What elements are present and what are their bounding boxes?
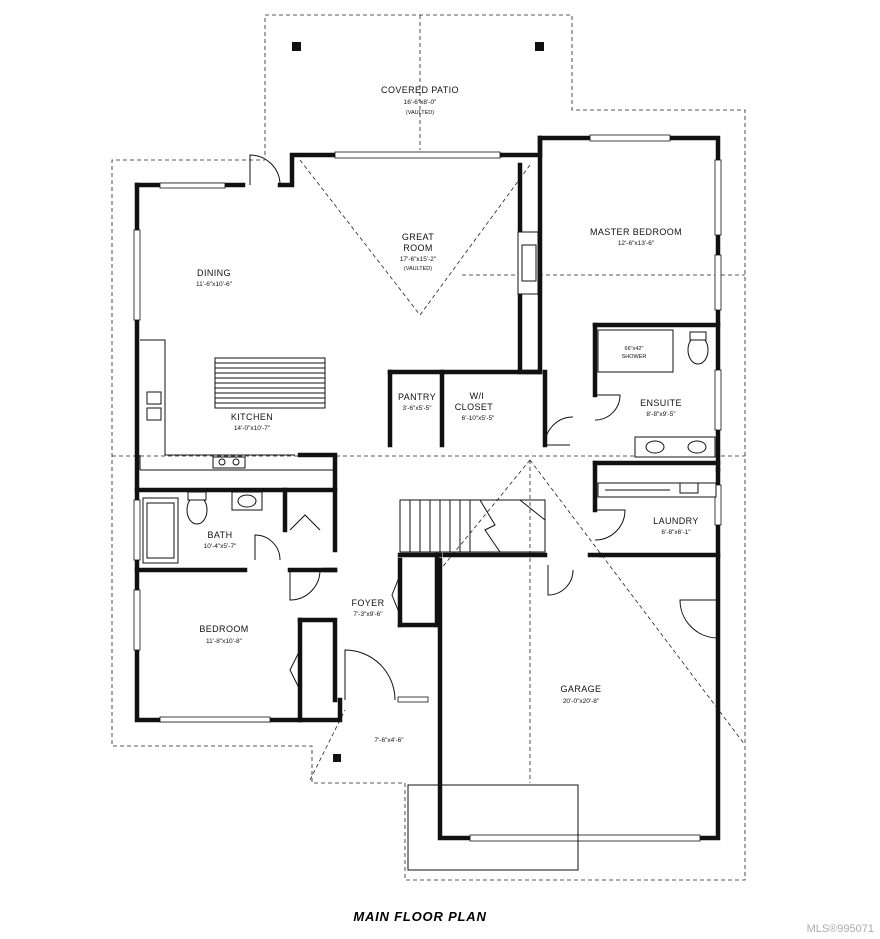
laundry-fixtures xyxy=(597,482,717,498)
dining-dims: 11'-6"x10'-6" xyxy=(196,281,233,288)
label-covered-patio: COVERED PATIO 16'-6"x8'-0" (VAULTED) xyxy=(381,85,459,116)
covered-patio-name: COVERED PATIO xyxy=(381,85,459,95)
label-wi-closet: W/I CLOSET 6'-10"x5'-5" xyxy=(455,391,495,422)
wi-closet-name-2: CLOSET xyxy=(455,402,494,412)
shower-dims: 66"x42" xyxy=(625,346,644,352)
label-bath: BATH 10'-4"x5'-7" xyxy=(204,530,237,550)
covered-patio-dims: 16'-6"x8'-0" xyxy=(404,99,437,106)
patio-post xyxy=(535,42,544,51)
label-kitchen: KITCHEN 14'-0"x10'-7" xyxy=(231,412,273,432)
kitchen-counters xyxy=(139,339,335,471)
label-ensuite: ENSUITE 8'-8"x9'-5" xyxy=(640,398,682,418)
covered-patio-note: (VAULTED) xyxy=(406,110,434,116)
great-room-name-1: GREAT xyxy=(402,232,434,242)
label-master-bedroom: MASTER BEDROOM 12'-6"x13'-6" xyxy=(590,227,682,247)
bedroom-name: BEDROOM xyxy=(199,624,248,634)
laundry-dims: 6'-8"x6'-1" xyxy=(661,529,691,536)
wi-closet-name-1: W/I xyxy=(470,391,485,401)
pantry-name: PANTRY xyxy=(398,392,436,402)
great-room-dims: 17'-6"x15'-2" xyxy=(400,256,437,263)
windows xyxy=(133,134,722,842)
master-bedroom-dims: 12'-6"x13'-6" xyxy=(618,240,655,247)
mls-watermark: MLS®995071 xyxy=(807,923,874,935)
label-dining: DINING 11'-6"x10'-6" xyxy=(196,268,233,288)
laundry-name: LAUNDRY xyxy=(653,516,699,526)
ensuite-name: ENSUITE xyxy=(640,398,682,408)
bath-fixtures xyxy=(142,491,263,564)
bedroom-dims: 11'-8"x10'-8" xyxy=(206,638,243,645)
bath-name: BATH xyxy=(208,530,233,540)
great-room-name-2: ROOM xyxy=(403,243,433,253)
great-room-note: (VAULTED) xyxy=(404,266,432,272)
pantry-dims: 3'-6"x5'-5" xyxy=(402,405,432,412)
label-garage: GARAGE 20'-0"x20'-8" xyxy=(561,684,602,705)
kitchen-dims: 14'-0"x10'-7" xyxy=(234,425,271,432)
master-bedroom-name: MASTER BEDROOM xyxy=(590,227,682,237)
interior-walls xyxy=(134,135,721,723)
wi-closet-dims: 6'-10"x5'-5" xyxy=(462,415,495,422)
kitchen-name: KITCHEN xyxy=(231,412,273,422)
foyer-dims: 7'-3"x9'-6" xyxy=(353,611,383,618)
bath-dims: 10'-4"x5'-7" xyxy=(204,543,237,550)
porch-dims: 7'-6"x4'-6" xyxy=(374,737,404,744)
garage-name: GARAGE xyxy=(561,684,602,694)
door-swings xyxy=(249,154,719,701)
label-great-room: GREAT ROOM 17'-6"x15'-2" (VAULTED) xyxy=(400,232,437,272)
plan-title: MAIN FLOOR PLAN xyxy=(353,909,486,924)
label-bedroom: BEDROOM 11'-8"x10'-8" xyxy=(199,624,248,645)
foyer-name: FOYER xyxy=(351,598,384,608)
fireplace xyxy=(517,231,539,295)
shower-name: SHOWER xyxy=(622,354,647,360)
kitchen-island xyxy=(214,357,326,409)
patio-post xyxy=(292,42,301,51)
ensuite-dims: 8'-8"x9'-5" xyxy=(646,411,676,418)
porch-post xyxy=(333,754,341,762)
dining-name: DINING xyxy=(197,268,231,278)
ensuite-fixtures xyxy=(597,329,716,458)
label-shower: 66"x42" SHOWER xyxy=(622,346,647,360)
label-foyer: FOYER 7'-3"x9'-6" xyxy=(351,598,384,618)
garage-apron xyxy=(407,784,579,871)
label-laundry: LAUNDRY 6'-8"x6'-1" xyxy=(653,516,699,536)
garage-dims: 20'-0"x20'-8" xyxy=(563,698,600,705)
stairs xyxy=(399,499,546,553)
label-pantry: PANTRY 3'-6"x5'-5" xyxy=(398,392,436,412)
